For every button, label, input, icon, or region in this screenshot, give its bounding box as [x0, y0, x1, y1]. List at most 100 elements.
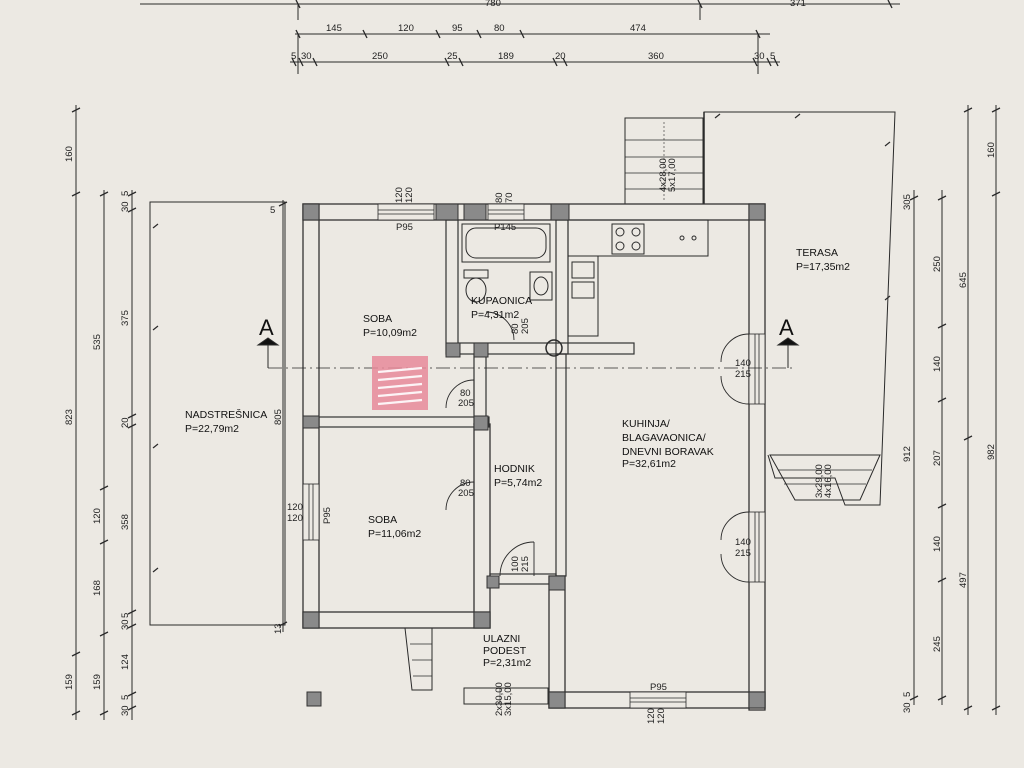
stair-label-terasa-b: 5x17,00 — [667, 158, 678, 192]
room-labels: NADSTREŠNICA P=22,79m2 SOBA P=10,09m2 SO… — [185, 247, 850, 669]
room-area-soba-2: P=11,06m2 — [368, 528, 421, 540]
room-area-podest: P=2,31m2 — [483, 657, 531, 669]
door-label-80c: 80 — [510, 323, 521, 334]
dim-189: 189 — [498, 51, 514, 62]
left-dimension-lines — [71, 105, 288, 720]
ldim-124: 124 — [120, 654, 131, 670]
window-label-120d: 120 — [287, 513, 303, 524]
window-label-120e: 120 — [646, 708, 657, 724]
dim-371: 371 — [790, 0, 806, 9]
window-label-p95-bottom: P95 — [650, 682, 667, 693]
door-label-215b: 215 — [735, 369, 751, 380]
door-label-80b: 80 — [460, 478, 471, 489]
door-label-140a: 140 — [735, 358, 751, 369]
entry-step-block — [463, 687, 549, 705]
stair-label-side-b: 4x16,00 — [823, 464, 834, 498]
section-mark-right: A — [779, 315, 794, 340]
bathtub — [461, 223, 551, 263]
ldim-159b: 159 — [92, 674, 103, 690]
ldim-5c: 5 — [120, 695, 131, 700]
rdim-250: 250 — [932, 256, 943, 272]
window-label-p145: P145 — [494, 222, 516, 233]
stair-label-side-a: 3x29,00 — [814, 464, 825, 498]
kitchen-counter — [567, 219, 709, 337]
ldim-358: 358 — [120, 514, 131, 530]
room-name-podest-1: ULAZNI — [483, 633, 520, 645]
doors — [445, 311, 750, 583]
dim-120: 120 — [398, 23, 414, 34]
ldim-823: 823 — [64, 409, 75, 425]
dim-95: 95 — [452, 23, 463, 34]
washbasin — [529, 271, 553, 301]
rdim-305: 305 — [902, 194, 913, 210]
ldim-159a: 159 — [64, 674, 75, 690]
stair-labels: 4x28,00 5x17,00 3x29,00 4x16,00 2x30,00 … — [494, 158, 834, 716]
ldim-375: 375 — [120, 310, 131, 326]
door-label-215a: 215 — [520, 556, 531, 572]
dim-25: 25 — [447, 51, 458, 62]
room-area-kupaonica: P=4,31m2 — [471, 309, 519, 321]
room-name-kupaonica: KUPAONICA — [471, 295, 532, 307]
room-name-soba-2: SOBA — [368, 514, 397, 526]
room-name-kuhinja-1: KUHINJA/ — [622, 418, 670, 430]
door-label-205a: 205 — [458, 398, 474, 409]
toilet — [463, 269, 489, 303]
door-labels: 80 205 80 205 80 205 100 215 140 215 140… — [458, 318, 751, 572]
rdim-497: 497 — [958, 572, 969, 588]
right-dimension-lines — [909, 105, 1001, 715]
section-mark-left: A — [259, 315, 274, 340]
room-name-kuhinja-2: BLAGAVAONICA/ — [622, 432, 706, 444]
left-dimension-labels: 160 823 159 535 120 168 159 30 5 375 20 … — [64, 146, 284, 716]
interior-walls — [318, 219, 635, 585]
rdim-982: 982 — [986, 444, 997, 460]
ldim-5b: 5 — [120, 613, 131, 618]
terrace-side-stairs — [769, 454, 881, 501]
ldim-5a: 5 — [120, 191, 131, 196]
top-dimension-lines — [140, 0, 900, 74]
door-label-140b: 140 — [735, 537, 751, 548]
room-name-soba-1: SOBA — [363, 313, 392, 325]
room-area-kuhinja: P=32,61m2 — [622, 458, 676, 470]
window-label-120a: 120 — [394, 187, 405, 203]
door-label-100: 100 — [510, 556, 521, 572]
room-name-nadstresnica: NADSTREŠNICA — [185, 408, 267, 421]
room-area-soba-1: P=10,09m2 — [363, 327, 417, 339]
ldim-168: 168 — [92, 580, 103, 596]
dim-80: 80 — [494, 23, 505, 34]
rdim-912: 912 — [902, 446, 913, 462]
ldim-120: 120 — [92, 508, 103, 524]
rdim-140a: 140 — [932, 356, 943, 372]
window-label-p95-top: P95 — [396, 222, 413, 233]
ldim-160: 160 — [64, 146, 75, 162]
section-marks: A A — [259, 315, 794, 340]
rdim-5: 5 — [902, 692, 913, 697]
room-name-hodnik: HODNIK — [494, 463, 535, 475]
window-label-120c: 120 — [287, 502, 303, 513]
dim-145: 145 — [326, 23, 342, 34]
kitchen-cross-2 — [691, 235, 697, 241]
kitchen-cross-1 — [679, 235, 685, 241]
room-area-terasa: P=17,35m2 — [796, 261, 850, 273]
dim-5b: 5 — [770, 51, 775, 62]
dim-30a: 30 — [301, 51, 312, 62]
window-label-120f: 120 — [656, 708, 667, 724]
dim-360: 360 — [648, 51, 664, 62]
door-label-205b: 205 — [458, 488, 474, 499]
canopy-marks — [152, 223, 159, 573]
dim-30b: 30 — [754, 51, 765, 62]
stair-label-entry-a: 2x30,00 — [494, 682, 505, 716]
windows — [302, 203, 766, 709]
door-label-205c: 205 — [520, 318, 531, 334]
rdim-207: 207 — [932, 450, 943, 466]
canopy-outline — [149, 201, 286, 626]
rdim-140b: 140 — [932, 536, 943, 552]
ldim-535: 535 — [92, 334, 103, 350]
columns — [302, 203, 766, 709]
door-label-215c: 215 — [735, 548, 751, 559]
entry-stairs — [404, 627, 433, 691]
rdim-30: 30 — [902, 702, 913, 713]
wall-dim-805: 805 — [273, 409, 284, 425]
terrace-outline — [703, 111, 896, 506]
top-dimension-labels: 780 371 145 120 95 80 474 5 30 250 25 18… — [291, 0, 806, 62]
